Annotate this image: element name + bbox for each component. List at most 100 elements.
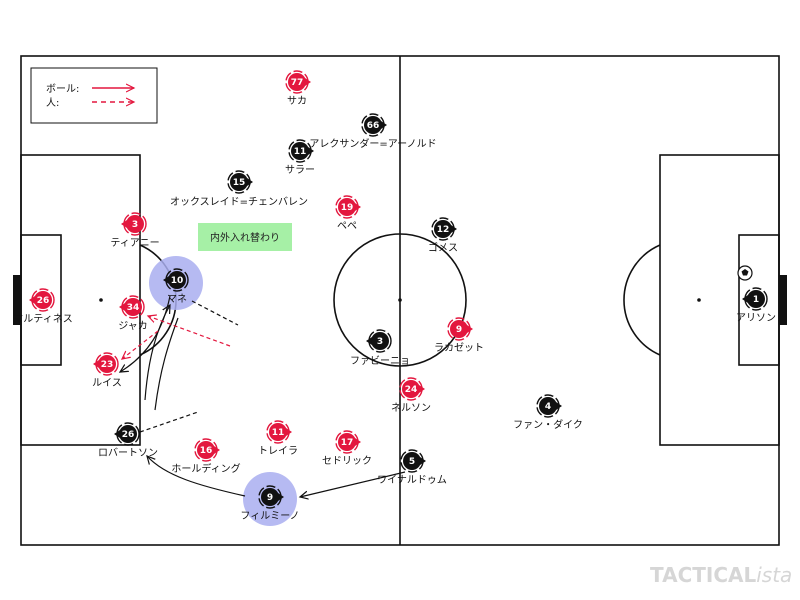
player-marker bbox=[119, 425, 137, 443]
player-name: ゴメス bbox=[428, 241, 458, 254]
dash-robertson-right bbox=[139, 411, 199, 433]
right-penalty-spot bbox=[697, 298, 701, 302]
dash-luiz-press bbox=[122, 330, 159, 359]
player-name: ファビーニョ bbox=[350, 355, 410, 367]
player-marker bbox=[261, 488, 279, 506]
player-marker bbox=[338, 433, 356, 451]
player-ring bbox=[165, 268, 189, 292]
player-marker bbox=[747, 290, 765, 308]
player-number: 23 bbox=[101, 360, 114, 370]
players: 77サカ66アレクサンダー=アーノルド11サラー15オックスレイド=チェンバレン… bbox=[13, 70, 776, 522]
player-number: 66 bbox=[367, 121, 380, 131]
player-marker bbox=[168, 271, 186, 289]
player-ring bbox=[258, 485, 282, 509]
player-marker bbox=[402, 380, 420, 398]
player-number: 11 bbox=[272, 428, 285, 438]
player-direction-icon bbox=[29, 296, 35, 304]
player-ring bbox=[335, 195, 359, 219]
player-marker bbox=[371, 332, 389, 350]
player-ring bbox=[400, 449, 424, 473]
player-ring bbox=[447, 317, 471, 341]
player-name: アレクサンダー=アーノルド bbox=[309, 137, 436, 150]
player-number: 11 bbox=[294, 147, 307, 157]
player-name: サラー bbox=[285, 164, 315, 176]
movement-arrows bbox=[120, 295, 406, 497]
player-marker bbox=[34, 291, 52, 309]
watermark: TACTICALista bbox=[650, 563, 792, 587]
player-ring bbox=[121, 295, 145, 319]
player-name: アリソン bbox=[736, 313, 776, 324]
player-ring bbox=[95, 352, 119, 376]
player-ring bbox=[335, 430, 359, 454]
player-ring bbox=[361, 113, 385, 137]
player-direction-icon bbox=[119, 303, 125, 311]
player-ring bbox=[399, 377, 423, 401]
player-name: オックスレイド=チェンバレン bbox=[170, 196, 308, 208]
center-circle bbox=[333, 233, 467, 367]
player-number: 17 bbox=[341, 438, 354, 448]
center-spot bbox=[398, 298, 402, 302]
player-marker bbox=[364, 116, 382, 134]
player-number: 34 bbox=[127, 303, 140, 313]
player-name: マルティネス bbox=[13, 313, 72, 325]
player-number: 16 bbox=[200, 446, 213, 456]
player-ring bbox=[431, 217, 455, 241]
ball-icon bbox=[737, 265, 753, 281]
player-direction-icon bbox=[121, 220, 127, 228]
note-box bbox=[198, 223, 292, 251]
player-black: 15 オックスレイド=チェンバレン bbox=[170, 170, 308, 208]
right-penalty-arc bbox=[623, 244, 661, 356]
player-name: ロバートソン bbox=[98, 447, 158, 459]
player-marker bbox=[338, 198, 356, 216]
player-name: サカ bbox=[287, 95, 307, 107]
player-number: 19 bbox=[341, 203, 354, 213]
dash-xhaka-press bbox=[148, 316, 231, 347]
player-name: トレイラ bbox=[258, 445, 298, 457]
player-marker bbox=[124, 298, 142, 316]
ball-pass-wijnaldum-firmino bbox=[300, 471, 406, 497]
player-ring bbox=[266, 420, 290, 444]
player-number: 10 bbox=[171, 276, 184, 286]
player-direction-icon bbox=[742, 295, 748, 303]
player-number: 15 bbox=[233, 178, 246, 188]
legend: ボール: 人: bbox=[30, 67, 158, 124]
dash-mane-right bbox=[191, 300, 239, 326]
player-number: 1 bbox=[753, 295, 759, 305]
player-marker bbox=[197, 441, 215, 459]
player-name: ネルソン bbox=[391, 402, 431, 414]
player-marker bbox=[539, 397, 557, 415]
player-number: 9 bbox=[456, 325, 462, 335]
player-ring bbox=[285, 70, 309, 94]
player-marker bbox=[450, 320, 468, 338]
player-black: 1 アリソン bbox=[736, 287, 776, 324]
player-number: 9 bbox=[267, 493, 273, 503]
player-marker bbox=[230, 173, 248, 191]
player-name: ルイス bbox=[92, 378, 122, 389]
player-marker bbox=[98, 355, 116, 373]
legend-person-label: 人: bbox=[46, 97, 59, 109]
player-name: ティアニー bbox=[110, 238, 159, 249]
player-marker bbox=[288, 73, 306, 91]
player-number: 3 bbox=[377, 337, 383, 347]
player-number: 12 bbox=[437, 225, 450, 235]
player-ring bbox=[536, 394, 560, 418]
player-name: ラカゼット bbox=[434, 342, 484, 354]
note: 内外入れ替わり bbox=[198, 223, 292, 251]
player-black: 12 ゴメス bbox=[428, 217, 458, 254]
player-marker bbox=[269, 423, 287, 441]
note-text: 内外入れ替わり bbox=[210, 231, 280, 244]
watermark-bold: TACTICAL bbox=[650, 563, 756, 587]
player-ring bbox=[116, 422, 140, 446]
player-direction-icon bbox=[93, 360, 99, 368]
player-black: 66 アレクサンダー=アーノルド bbox=[309, 113, 437, 150]
player-number: 5 bbox=[409, 457, 415, 467]
